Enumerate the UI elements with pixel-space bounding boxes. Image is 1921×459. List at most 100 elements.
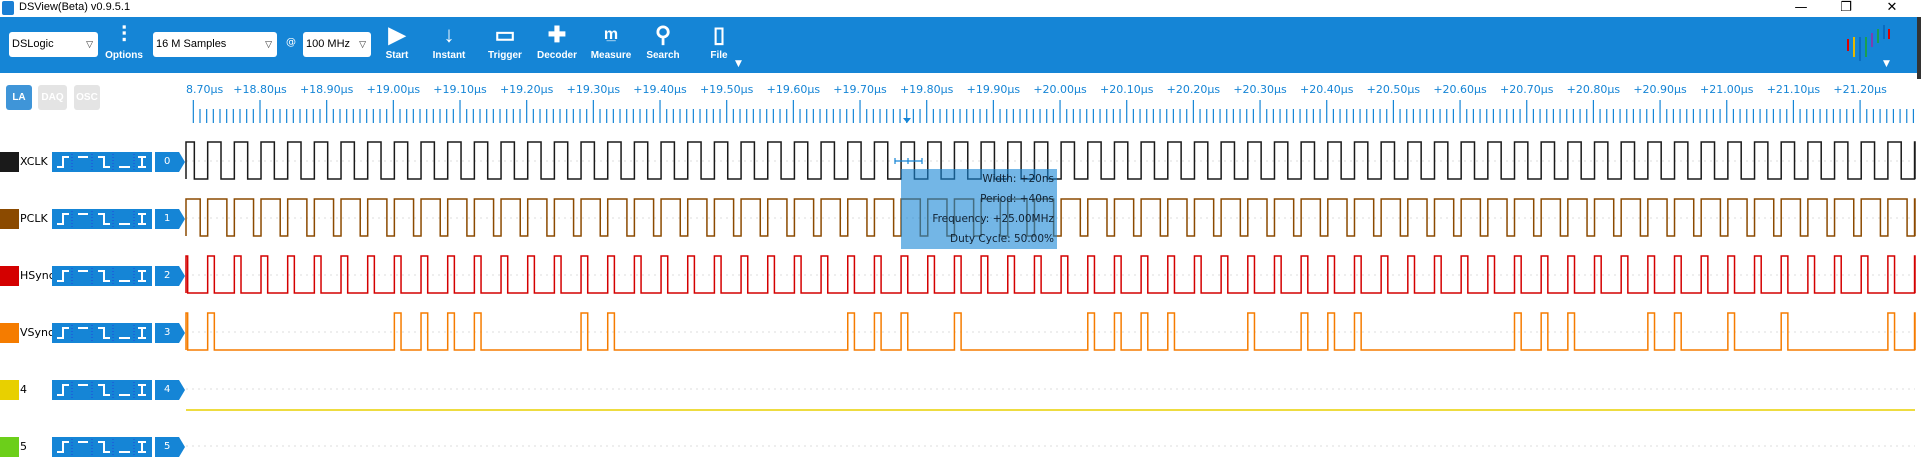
ruler-tick-label: +19.80µs [899,83,954,96]
ruler-tick-label: +20.50µs [1366,83,1421,96]
measure-duty: Duty Cycle: 50.00% [949,233,1054,245]
mode-osc-button[interactable]: OSC [74,85,100,110]
menu-dropdown-icon[interactable]: ▼ [1883,59,1890,69]
channel-index-tab[interactable]: 2 [155,266,185,286]
search-icon: ⚲ [654,22,672,47]
at-label: @ [286,37,296,48]
channel-name[interactable]: 5 [20,440,27,453]
channel-index-tab[interactable]: 0 [155,152,185,172]
ruler-tick-label: +20.90µs [1633,83,1687,96]
device-select[interactable]: DSLogic ▽ [9,32,98,57]
measure-button[interactable]: m̲Measure [586,20,636,61]
ruler-tick-label: +20.30µs [1233,83,1287,96]
rate-value: 100 MHz [306,38,351,50]
decoder-label: Decoder [536,50,577,61]
ruler-tick-label: +19.20µs [499,83,554,96]
channel-color-swatch[interactable] [0,380,19,400]
channel-color-swatch[interactable] [0,437,19,457]
start-label: Start [385,50,409,61]
measure-frequency: Frequency: +25.00MHz [932,213,1054,225]
channel-trigger-selector[interactable] [52,437,152,457]
ruler-tick-label: +21.20µs [1833,83,1887,96]
channel-color-swatch[interactable] [0,266,19,286]
channel-color-swatch[interactable] [0,323,19,343]
channel-name[interactable]: XCLK [20,155,48,168]
channel-index-tab[interactable]: 5 [155,437,185,457]
trigger-icon: ▭ [494,22,516,47]
file-button[interactable]: ▯File [704,20,734,61]
scrollbar[interactable] [1917,17,1921,79]
mode-daq-button[interactable]: DAQ [38,85,67,110]
ruler-tick-label: +20.70µs [1500,83,1554,96]
ruler-tick-label: +18.80µs [233,83,287,96]
ruler-tick-label: +20.60µs [1433,83,1487,96]
ruler-tick-label: +19.10µs [433,83,487,96]
restore-button[interactable]: ❐ [1840,0,1852,15]
ruler-tick-label: +19.70µs [833,83,887,96]
channel-trigger-selector[interactable] [52,152,152,172]
device-value: DSLogic [12,38,54,50]
channel-name[interactable]: VSync [20,326,55,339]
mode-la-button[interactable]: LA [6,85,32,110]
measure-popup: Width: +20ns Period: +40ns Frequency: +2… [901,169,1057,249]
measure-width: Width: +20ns [982,173,1054,185]
channel-color-swatch[interactable] [0,152,19,172]
chevron-down-icon: ▽ [86,39,93,49]
search-label: Search [646,50,680,61]
search-button[interactable]: ⚲ Search [638,20,688,61]
measure-period: Period: +40ns [980,193,1054,205]
trigger-button[interactable]: ▭ Trigger [480,20,530,61]
measure-arrows-icon [894,158,923,164]
samples-value: 16 M Samples [156,38,227,50]
channel-name[interactable]: PCLK [20,212,48,225]
chevron-down-icon: ▽ [265,39,272,49]
play-icon: ▶ [388,22,406,47]
options-button[interactable]: ⫶ Options [104,20,144,61]
toolbar: DSLogic ▽ ⫶ Options 16 M Samples ▽ @ 100 MH… [0,17,1917,73]
channel-name[interactable]: HSync [20,269,55,282]
ruler-tick-label: +19.30µs [566,83,621,96]
channel-waveform [185,198,1916,237]
start-button[interactable]: ▶ Start [372,20,422,61]
rate-select[interactable]: 100 MHz ▽ [303,32,371,57]
ruler-tick-label: +19.00µs [366,83,421,96]
channel-name[interactable]: 4 [20,383,27,396]
ruler-tick-label: +20.40µs [1300,83,1354,96]
title-bar: DSView(Beta) v0.9.5.1 — ❐ ✕ [0,0,1921,17]
measure-icon: m̲ [603,26,619,43]
file-dropdown-icon[interactable]: ▼ [735,59,742,69]
samples-select[interactable]: 16 M Samples ▽ [153,32,277,57]
channel-color-swatch[interactable] [0,209,19,229]
channel-waveform [185,255,1916,294]
chevron-down-icon: ▽ [359,39,366,49]
sliders-icon: ⫶ [121,22,127,47]
ruler-tick-label: +20.00µs [1033,83,1087,96]
decoder-button[interactable]: ✚Decoder [532,20,582,61]
channel-index-tab[interactable]: 1 [155,209,185,229]
options-label: Options [105,50,143,61]
channel-trigger-selector[interactable] [52,380,152,400]
channel-trigger-selector[interactable] [52,323,152,343]
ruler-tick-label: +19.60µs [766,83,821,96]
instant-button[interactable]: ↓ Instant [424,20,474,61]
minimize-button[interactable]: — [1794,0,1808,15]
arrow-down-icon: ↓ [443,22,455,47]
ruler-tick-label: +20.80µs [1566,83,1621,96]
ruler-tick-label: +18.90µs [299,83,354,96]
channel-trigger-selector[interactable] [52,209,152,229]
channel-trigger-selector[interactable] [52,266,152,286]
ruler-tick-label: +21.10µs [1766,83,1821,96]
instant-label: Instant [432,50,466,61]
window-title: DSView(Beta) v0.9.5.1 [19,1,131,13]
channel-index-tab[interactable]: 3 [155,323,185,343]
trigger-label: Trigger [488,50,522,61]
channel-waveform [185,312,1916,351]
app-logo-icon [2,1,14,15]
channel-index-tab[interactable]: 4 [155,380,185,400]
ruler-tick-label: +20.10µs [1099,83,1154,96]
cursor-marker-icon [903,118,911,123]
close-button[interactable]: ✕ [1886,0,1898,15]
ruler-tick-label: +19.50µs [699,83,754,96]
file-icon: ▯ [712,22,726,47]
ruler-tick-label: 8.70µs [186,83,224,96]
